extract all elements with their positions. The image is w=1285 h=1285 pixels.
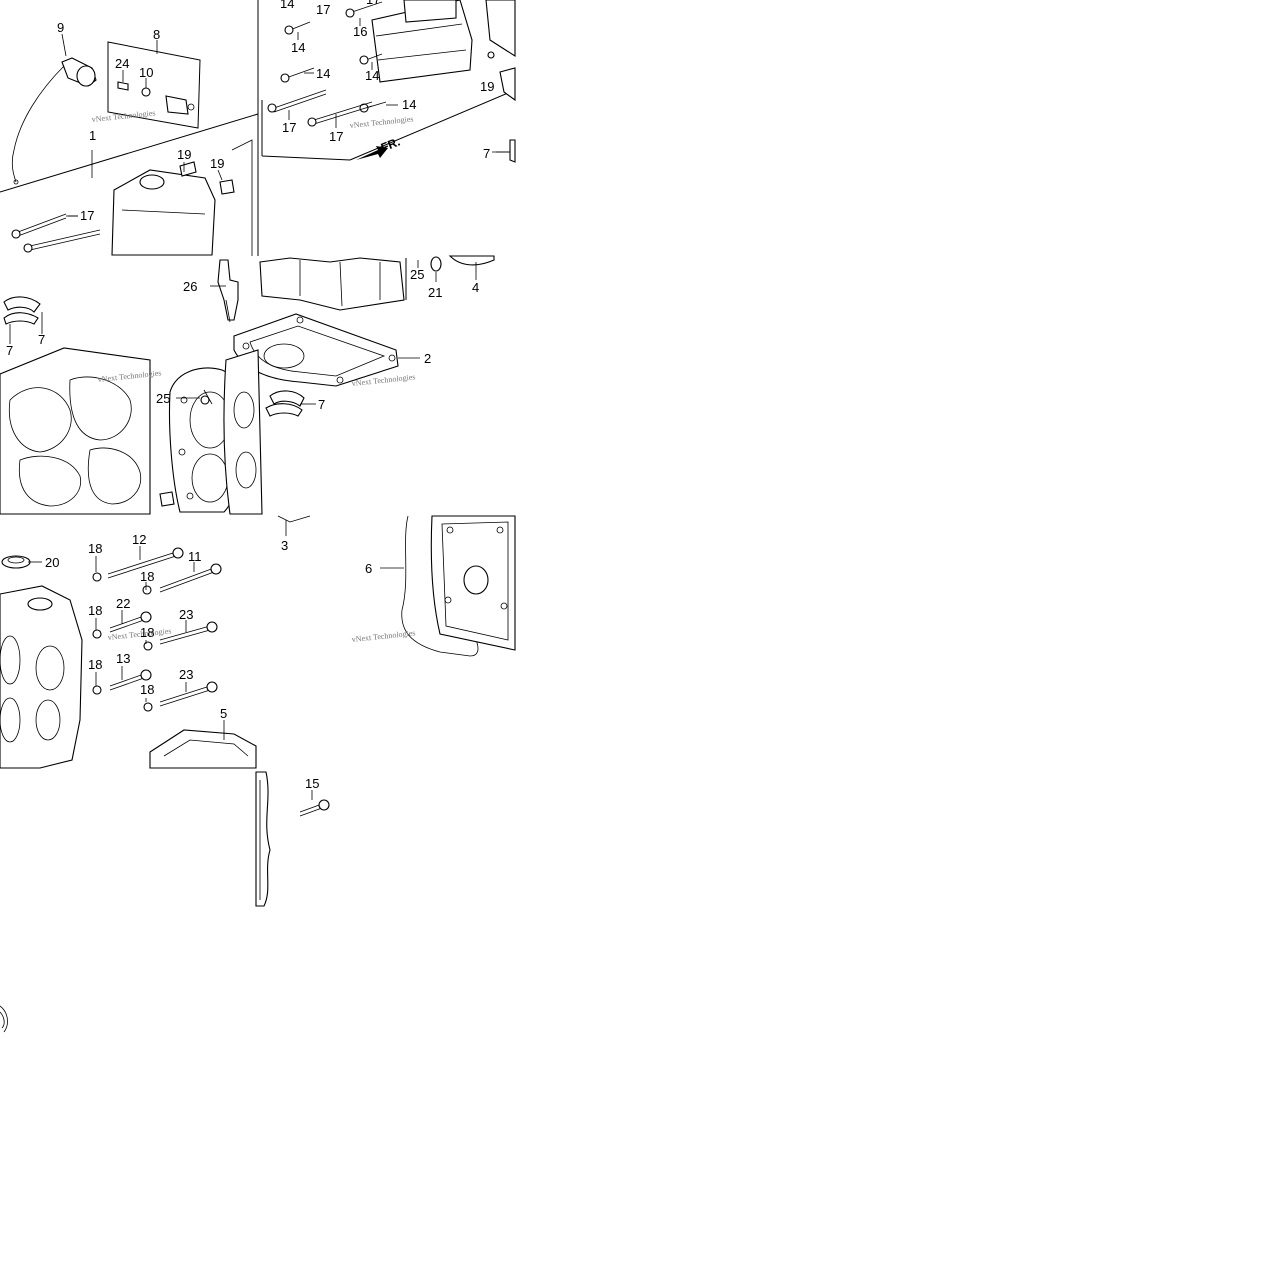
tile-lower-left <box>0 547 257 769</box>
head-cover-plate <box>149 729 257 769</box>
cylinder-head <box>0 585 83 769</box>
callout-label: 18 <box>88 657 102 672</box>
watermark-text: vNext Technologies <box>349 114 414 130</box>
crankcase-half <box>0 347 151 515</box>
direction-label: FR. <box>379 135 402 155</box>
oil-seal-part <box>1 555 31 569</box>
callout-label: 6 <box>365 561 372 576</box>
side-cover-gasket <box>401 515 479 657</box>
side-cover-plate <box>430 515 516 651</box>
callout-label: 18 <box>88 603 102 618</box>
callout-label: 16 <box>353 24 367 39</box>
tile-bottom <box>0 771 330 1033</box>
callout-label: 26 <box>183 279 197 294</box>
callout-label: 22 <box>116 596 130 611</box>
bolt-15-part <box>299 799 330 817</box>
switch-kit-box <box>107 41 201 129</box>
callout-label: 23 <box>179 607 193 622</box>
callout-label: 14 <box>316 66 330 81</box>
callout-label: 18 <box>88 541 102 556</box>
callout-label: 3 <box>281 538 288 553</box>
cylinder-head-cover <box>371 0 473 83</box>
callout-label: 23 <box>179 667 193 682</box>
callout-label: 1 <box>89 128 96 143</box>
callout-label: 17 <box>80 208 94 223</box>
callout-label: 9 <box>57 20 64 35</box>
callout-label: 7 <box>318 397 325 412</box>
callout-label: 25 <box>410 267 424 282</box>
callout-label: 10 <box>139 65 153 80</box>
tile-upper-middle: FR. <box>261 0 516 163</box>
callout-label: 8 <box>153 27 160 42</box>
callout-label: 14 <box>280 0 294 11</box>
callout-label: 25 <box>156 391 170 406</box>
callout-label: 21 <box>428 285 442 300</box>
callout-label: 17 <box>316 2 330 17</box>
spark-plug-part <box>217 259 239 323</box>
callout-label: 19 <box>480 79 494 94</box>
callout-label: 4 <box>472 280 479 295</box>
cylinder-block-upper <box>111 139 253 256</box>
tile-middle-right <box>223 255 495 515</box>
callout-label: 15 <box>305 776 319 791</box>
callout-label: 12 <box>132 532 146 547</box>
bolt-group-lower-left <box>11 213 101 253</box>
callout-label: 19 <box>177 147 191 162</box>
callout-label: 19 <box>210 156 224 171</box>
tile-lower-right <box>277 515 516 657</box>
bolt-group-14 <box>267 1 387 127</box>
head-bolt-group <box>92 547 222 712</box>
leader-lines <box>28 18 510 800</box>
callout-label: 24 <box>115 56 129 71</box>
callout-label: 17 <box>366 0 380 7</box>
oil-sender-part <box>11 57 97 185</box>
callout-label: 7 <box>6 343 13 358</box>
callout-label: 18 <box>140 682 154 697</box>
callout-label: 17 <box>282 120 296 135</box>
callout-label: 14 <box>291 40 305 55</box>
callout-label: 5 <box>220 706 227 721</box>
callout-label: 18 <box>140 625 154 640</box>
callout-label: 7 <box>483 146 490 161</box>
callout-label: 14 <box>402 97 416 112</box>
callout-label: 11 <box>188 549 202 564</box>
callout-label: 18 <box>140 569 154 584</box>
callout-label: 20 <box>45 555 59 570</box>
callout-label: 7 <box>38 332 45 347</box>
tile-upper-left <box>0 0 259 256</box>
watermark-text: vNext Technologies <box>91 108 156 124</box>
watermark-text: vNext Technologies <box>351 628 416 644</box>
callout-label: 2 <box>424 351 431 366</box>
callout-label: 13 <box>116 651 130 666</box>
front-direction-arrow: FR. <box>356 135 402 160</box>
callout-label: 17 <box>329 129 343 144</box>
callout-labels: 9 8 24 10 1 19 19 17 14 17 16 14 14 14 1… <box>6 0 494 791</box>
tile-middle-left <box>0 259 246 515</box>
callout-label: 14 <box>365 68 379 83</box>
